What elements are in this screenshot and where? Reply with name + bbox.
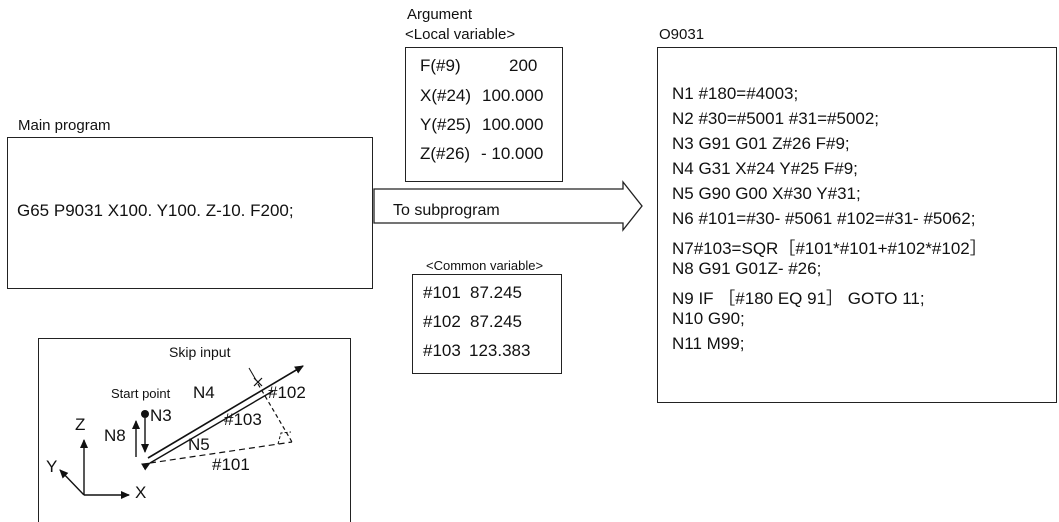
main-program-box: G65 P9031 X100. Y100. Z-10. F200; <box>7 137 373 289</box>
main-program-title: Main program <box>18 117 111 134</box>
axis-z-label: Z <box>75 415 86 434</box>
skip-path-line <box>147 365 304 459</box>
subprogram-line: N8 G91 G01Z- #26; <box>672 259 822 278</box>
start-point-label: Start point <box>111 386 171 401</box>
n3-label: N3 <box>150 406 172 425</box>
subprogram-title: O9031 <box>659 26 705 43</box>
return-path-line <box>141 390 274 471</box>
y-axis <box>59 469 85 496</box>
subprogram-line: N9 IF ［#180 EQ 91］ GOTO 11; <box>672 289 925 308</box>
common-row-name: #103 <box>423 341 461 360</box>
subprogram-line: N7#103=SQR［#101*#101+#102*#102］ <box>672 239 987 258</box>
common-variable-box: #101 87.245 #102 87.245 #103 123.383 <box>412 274 562 374</box>
subprogram-box: N1 #180=#4003; N2 #30=#5001 #31=#5002; N… <box>657 47 1057 403</box>
to-subprogram-label: To subprogram <box>393 202 500 219</box>
common-row-value: 87.245 <box>470 283 522 302</box>
argument-row-value: 100.000 <box>482 115 544 134</box>
axis-x-label: X <box>135 483 147 502</box>
common-row-name: #101 <box>423 283 461 302</box>
start-point-dot <box>141 410 149 418</box>
common-row-value: 87.245 <box>470 312 522 331</box>
main-program-command: G65 P9031 X100. Y100. Z-10. F200; <box>17 201 294 220</box>
argument-row-name: Z(#26) <box>420 144 471 163</box>
subprogram-line: N4 G31 X#24 Y#25 F#9; <box>672 159 858 178</box>
right-angle-mark <box>277 431 292 445</box>
argument-row-value: - 10.000 <box>481 144 544 163</box>
skip-input-leader <box>248 367 257 381</box>
argument-row-name: F(#9) <box>420 56 461 75</box>
n5-label: N5 <box>188 435 210 454</box>
argument-row-name: X(#24) <box>420 86 472 105</box>
dashed-101 <box>149 441 293 464</box>
subprogram-line: N10 G90; <box>672 309 745 328</box>
axis-y-label: Y <box>46 457 58 476</box>
common-variable-title: <Common variable> <box>426 258 544 273</box>
skip-input-label: Skip input <box>169 344 231 360</box>
subprogram-line: N6 #101=#30- #5061 #102=#31- #5062; <box>672 209 976 228</box>
n8-label: N8 <box>104 426 126 445</box>
argument-title: Argument <box>407 6 473 23</box>
local-variable-title: <Local variable> <box>405 26 516 43</box>
common-row-value: 123.383 <box>469 341 531 360</box>
argument-box: F(#9) 200 X(#24) 100.000 Y(#25) 100.000 … <box>405 47 563 182</box>
argument-row-name: Y(#25) <box>420 115 472 134</box>
subprogram-line: N2 #30=#5001 #31=#5002; <box>672 109 880 128</box>
skip-point-mark <box>253 377 263 387</box>
v102-label: #102 <box>268 383 306 402</box>
v103-label: #103 <box>224 410 262 429</box>
argument-row-value: 200 <box>509 56 538 75</box>
n4-label: N4 <box>193 383 215 402</box>
subprogram-line: N1 #180=#4003; <box>672 84 799 103</box>
subprogram-line: N3 G91 G01 Z#26 F#9; <box>672 134 850 153</box>
common-row-name: #102 <box>423 312 461 331</box>
subprogram-line: N5 G90 G00 X#30 Y#31; <box>672 184 861 203</box>
v101-label: #101 <box>212 455 250 474</box>
argument-row-value: 100.000 <box>482 86 544 105</box>
subprogram-line: N11 M99; <box>672 334 745 353</box>
